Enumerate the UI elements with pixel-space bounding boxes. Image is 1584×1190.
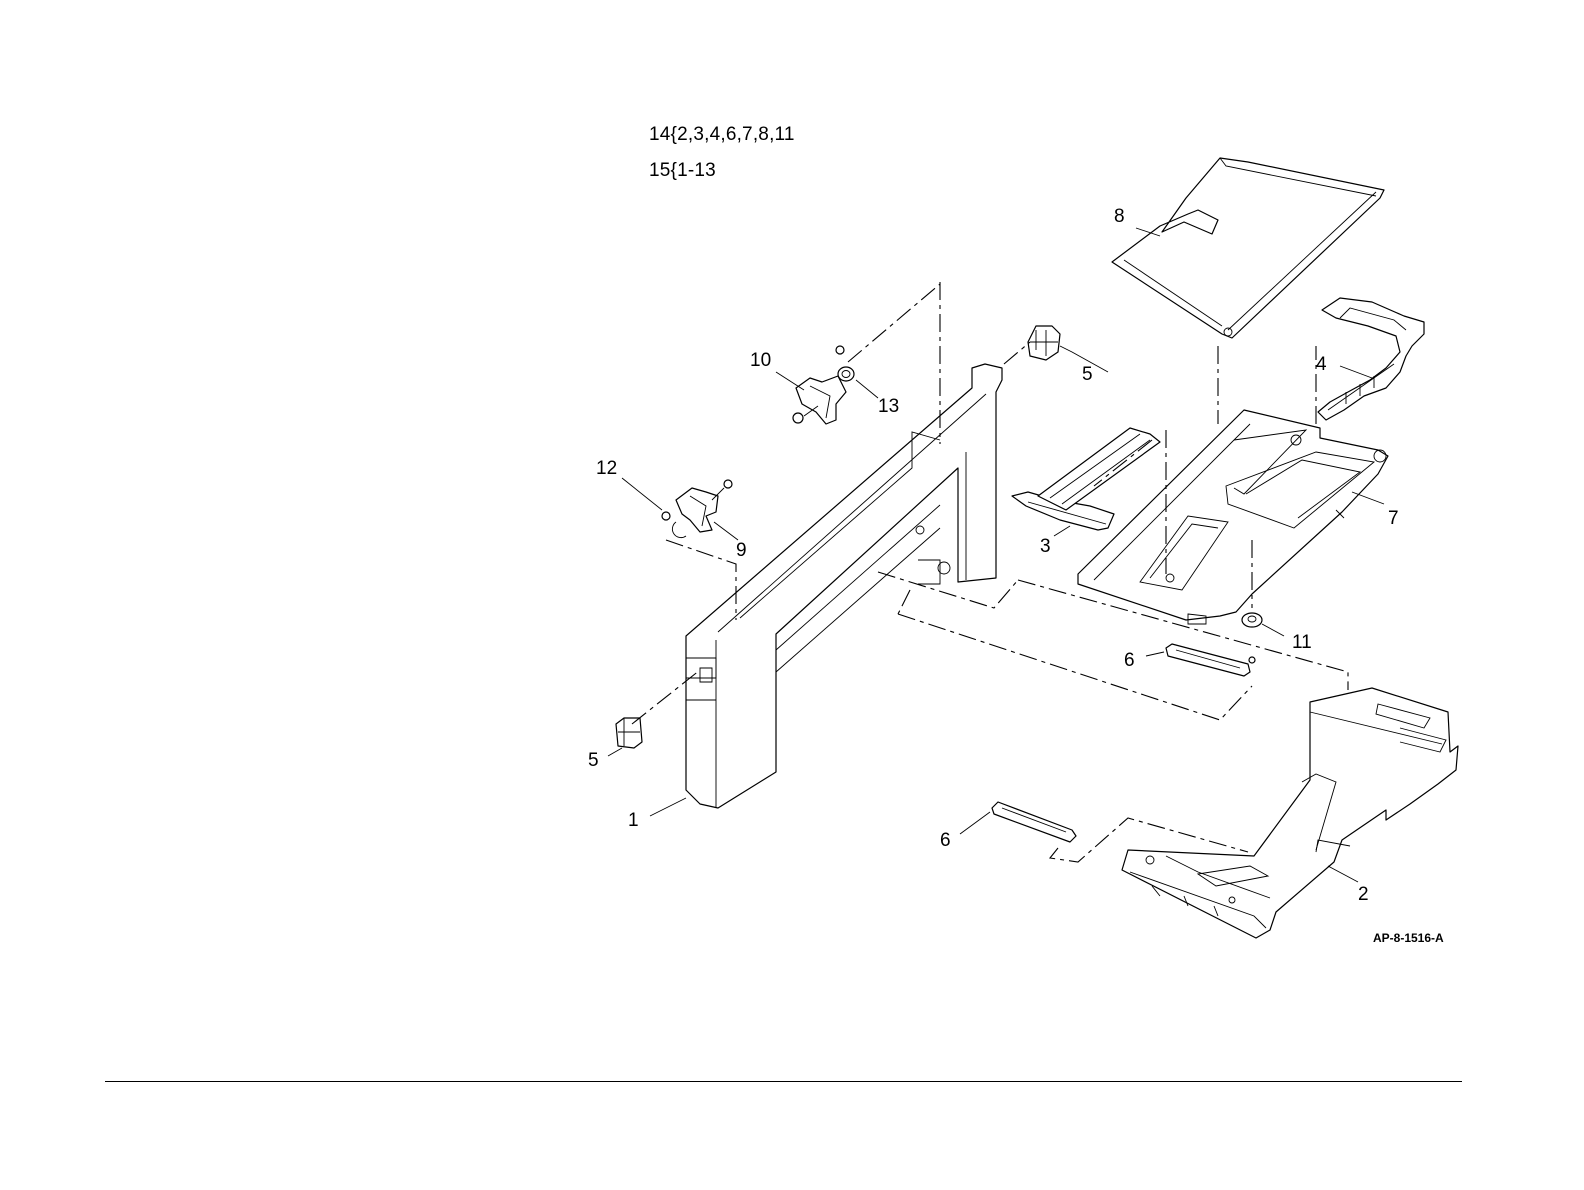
callout-13: 13 — [878, 396, 899, 417]
callout-12: 12 — [596, 458, 617, 479]
callout-6-upper: 6 — [1124, 650, 1135, 671]
part-12-e-ring — [662, 512, 686, 538]
part-6-slide-upper — [1166, 644, 1250, 676]
part-9-bracket — [676, 480, 732, 532]
part-5-latch-upper — [1028, 326, 1060, 360]
part-13-ring — [838, 367, 854, 381]
part-2-base-tray — [1122, 688, 1458, 938]
part-5-latch-lower — [616, 718, 642, 748]
footer-rule — [105, 1081, 1462, 1082]
callout-1: 1 — [628, 810, 639, 831]
callout-7: 7 — [1388, 508, 1399, 529]
part-1-side-cover — [686, 364, 1002, 808]
callout-8: 8 — [1114, 206, 1125, 227]
part-4-side-guide — [1318, 298, 1424, 420]
callout-5-lower: 5 — [588, 750, 599, 771]
callout-4: 4 — [1316, 354, 1327, 375]
callout-3: 3 — [1040, 536, 1051, 557]
part-10-bracket — [793, 346, 846, 424]
callout-9: 9 — [736, 540, 747, 561]
callout-6-lower: 6 — [940, 830, 951, 851]
callout-5-upper: 5 — [1082, 364, 1093, 385]
callout-2: 2 — [1358, 884, 1369, 905]
part-11-gear — [1242, 613, 1262, 663]
part-6-slide-lower — [992, 802, 1076, 842]
callout-11: 11 — [1292, 632, 1312, 653]
drawing-code: AP-8-1516-A — [1373, 931, 1444, 945]
callout-10: 10 — [750, 350, 771, 371]
